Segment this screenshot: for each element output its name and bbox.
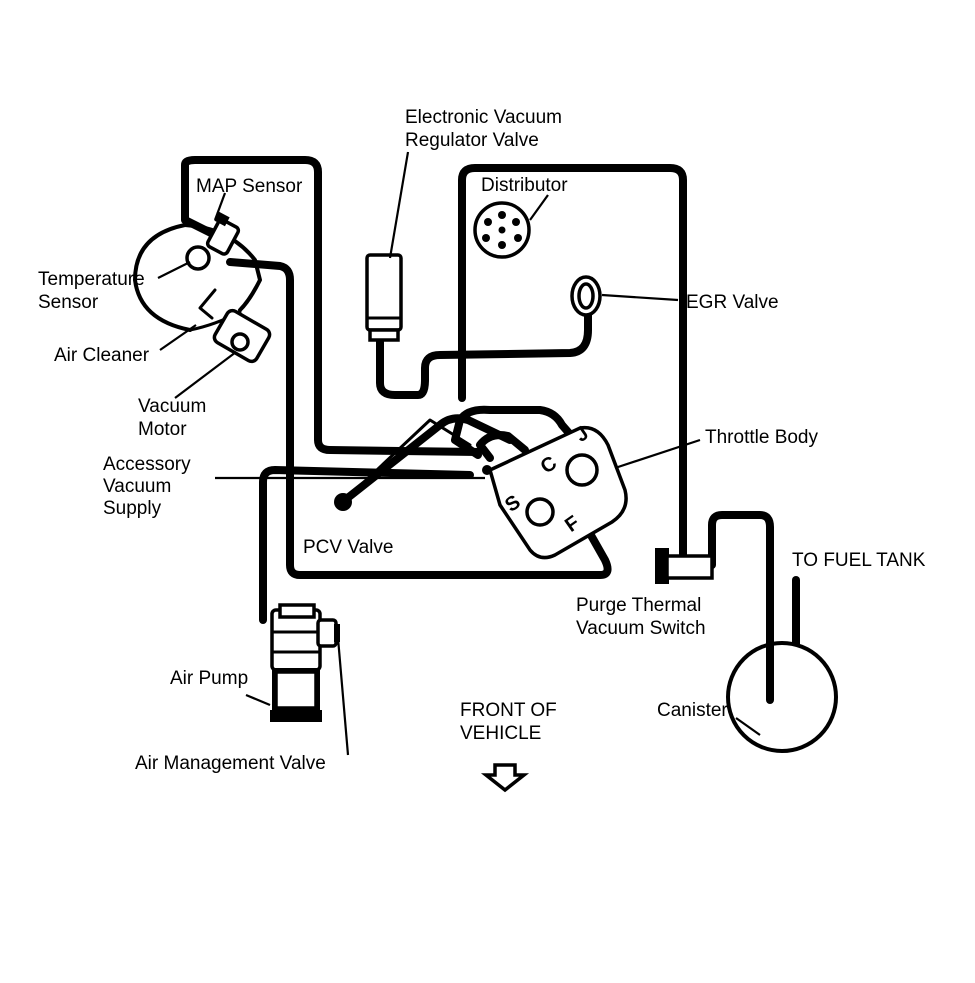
air-cleaner-label: Air Cleaner <box>54 345 150 366</box>
evrv-label: Electronic Vacuum Regulator Valve <box>405 107 567 151</box>
throttle-body <box>482 425 628 560</box>
canister-hose <box>708 511 774 704</box>
map-sensor <box>205 211 241 256</box>
vacuum-motor-label: Vacuum Motor <box>138 396 212 440</box>
egr-valve-label: EGR Valve <box>686 292 779 313</box>
map-sensor-hose <box>181 156 482 456</box>
air-pump-label: Air Pump <box>170 668 248 689</box>
front-arrow-icon <box>480 763 530 793</box>
pcv-thin-line <box>343 418 472 502</box>
air-pump <box>270 603 322 722</box>
purge-thermal-vacuum-switch-label: Purge Thermal Vacuum Switch <box>576 595 707 639</box>
vacuum-motor <box>198 288 272 364</box>
to-fuel-tank-label: TO FUEL TANK <box>792 550 926 571</box>
temperature-sensor <box>185 245 211 271</box>
evrv-hose <box>376 301 592 399</box>
egr-valve <box>570 275 602 317</box>
map-sensor-label: MAP Sensor <box>196 176 303 197</box>
vacuum-hoses <box>181 156 800 704</box>
purge-thermal-vacuum-switch <box>655 548 714 584</box>
pcv-hose <box>341 414 514 504</box>
air-management-valve <box>316 618 340 648</box>
canister <box>726 636 838 753</box>
air-cleaner-hose <box>226 258 612 579</box>
leader-lines <box>157 151 761 756</box>
air-pump-hose <box>259 466 474 624</box>
evrv <box>365 253 403 342</box>
temperature-sensor-label: Temperature Sensor <box>38 269 150 313</box>
distributor <box>473 201 531 259</box>
accessory-vacuum-supply-label: Accessory Vacuum Supply <box>103 454 196 519</box>
pcv-valve-label: PCV Valve <box>303 537 393 558</box>
front-of-vehicle-label: FRONT OF VEHICLE <box>460 700 562 744</box>
air-management-valve-label: Air Management Valve <box>135 753 326 774</box>
purge-hose <box>458 164 687 559</box>
canister-label: Canister <box>657 700 728 721</box>
pcv-valve <box>334 493 352 511</box>
distributor-label: Distributor <box>481 175 568 196</box>
throttle-body-label: Throttle Body <box>705 427 818 448</box>
